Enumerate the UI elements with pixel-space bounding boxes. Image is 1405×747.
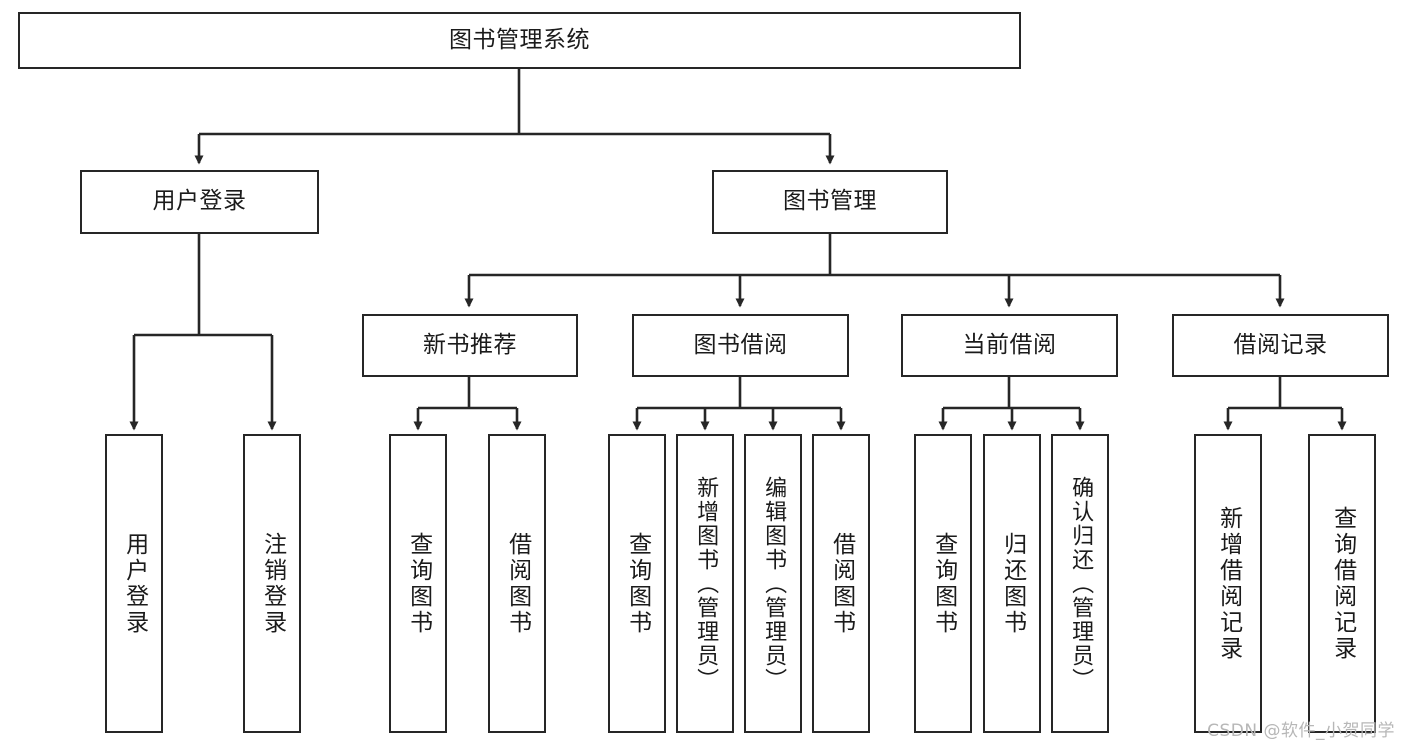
- node-borrow-record[interactable]: 借阅记录: [1172, 314, 1389, 377]
- node-label: 查询图书: [405, 531, 432, 636]
- node-root-system[interactable]: 图书管理系统: [18, 12, 1021, 69]
- node-leaf-add-borrow-record[interactable]: 新增借阅记录: [1194, 434, 1262, 733]
- node-leaf-user-logout[interactable]: 注销登录: [243, 434, 301, 733]
- node-label: 用户登录: [152, 188, 247, 215]
- node-leaf-borrow-book-1[interactable]: 借阅图书: [488, 434, 546, 733]
- node-leaf-confirm-return[interactable]: 确认归还（管理员）: [1051, 434, 1109, 733]
- node-label: 查询图书: [930, 531, 957, 636]
- node-label: 注销登录: [259, 531, 286, 636]
- node-leaf-return-book[interactable]: 归还图书: [983, 434, 1041, 733]
- node-leaf-add-book[interactable]: 新增图书（管理员）: [676, 434, 734, 733]
- node-label: 新书推荐: [423, 331, 517, 358]
- node-leaf-query-book-2[interactable]: 查询图书: [608, 434, 666, 733]
- node-label: 编辑图书（管理员）: [761, 475, 787, 692]
- node-label: 图书借阅: [693, 331, 788, 358]
- node-label: 查询借阅记录: [1329, 505, 1356, 662]
- node-label: 确认归还（管理员）: [1068, 475, 1094, 692]
- node-book-borrow[interactable]: 图书借阅: [632, 314, 849, 377]
- csdn-watermark: CSDN @软件_小贺同学: [1207, 721, 1395, 741]
- node-label: 借阅图书: [504, 531, 531, 636]
- node-label: 查询图书: [624, 531, 651, 636]
- node-label: 借阅记录: [1233, 331, 1328, 358]
- node-book-management[interactable]: 图书管理: [712, 170, 948, 234]
- node-label: 新增图书（管理员）: [693, 475, 719, 692]
- node-current-borrow[interactable]: 当前借阅: [901, 314, 1118, 377]
- node-leaf-query-borrow-record[interactable]: 查询借阅记录: [1308, 434, 1376, 733]
- node-label: 图书管理: [783, 188, 877, 215]
- node-new-book-recommend[interactable]: 新书推荐: [362, 314, 578, 377]
- node-leaf-edit-book[interactable]: 编辑图书（管理员）: [744, 434, 802, 733]
- node-label: 当前借阅: [962, 331, 1057, 358]
- node-label: 用户登录: [121, 531, 148, 636]
- node-leaf-query-book-1[interactable]: 查询图书: [389, 434, 447, 733]
- node-label: 新增借阅记录: [1215, 505, 1242, 662]
- node-leaf-borrow-book-2[interactable]: 借阅图书: [812, 434, 870, 733]
- node-leaf-query-book-3[interactable]: 查询图书: [914, 434, 972, 733]
- node-user-login[interactable]: 用户登录: [80, 170, 319, 234]
- node-label: 图书管理系统: [449, 26, 590, 53]
- node-leaf-user-login[interactable]: 用户登录: [105, 434, 163, 733]
- node-label: 归还图书: [999, 531, 1026, 636]
- node-label: 借阅图书: [828, 531, 855, 636]
